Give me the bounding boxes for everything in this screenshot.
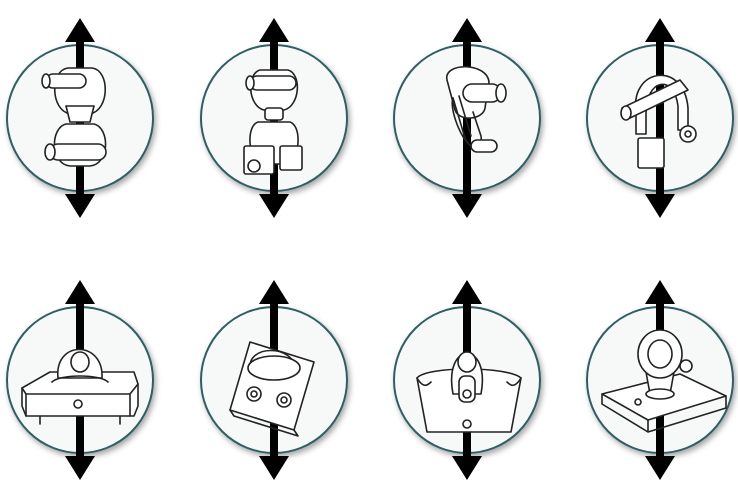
eye-on-block-cell bbox=[7, 280, 153, 480]
shackle-with-link-cell bbox=[394, 18, 540, 218]
swivel-shackle-pair-cell bbox=[7, 18, 153, 218]
eye-on-curved-plate-cell bbox=[394, 280, 540, 480]
eye-on-plate-bolted-cell bbox=[201, 280, 347, 480]
bow-shackle-on-pin-cell bbox=[587, 18, 733, 218]
swivel-eye-on-plate-cell bbox=[587, 280, 733, 480]
swivel-with-bracket-cell bbox=[201, 18, 347, 218]
